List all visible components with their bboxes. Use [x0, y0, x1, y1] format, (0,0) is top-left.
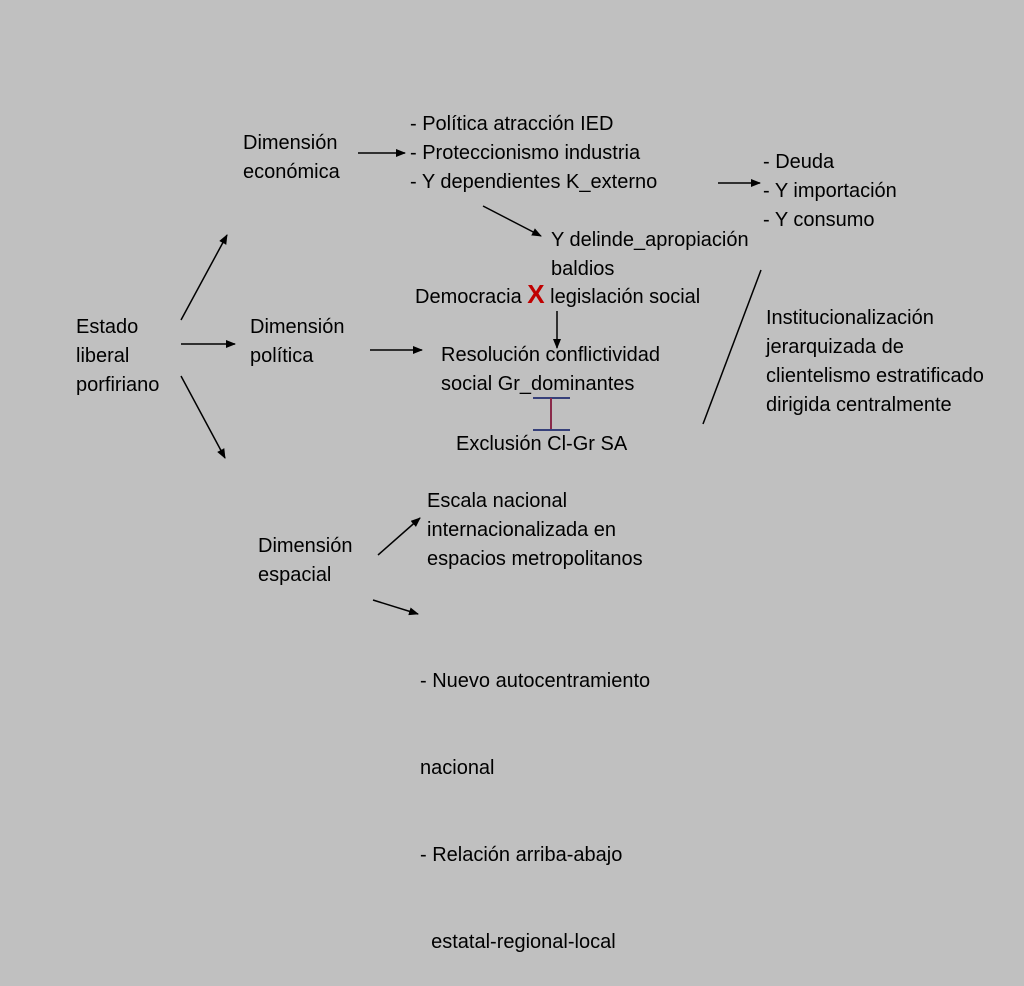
spatial-dimension-node: Dimensión espacial: [258, 532, 352, 590]
centering-line: estatal-regional-local: [420, 931, 616, 953]
exclusion-node: Exclusión Cl-Gr SA: [456, 430, 627, 459]
democracy-vs-social-law: Democracia X legislación social: [415, 280, 700, 312]
scale-line: Escala nacional: [427, 490, 568, 512]
new-centering-node: - Nuevo autocentramiento nacional - Rela…: [420, 609, 650, 986]
national-scale-node: Escala nacional internacionalizada en es…: [427, 487, 643, 574]
conflict-resolution-node: Resolución conflictividad social Gr_domi…: [441, 341, 660, 399]
economic-label-line: Dimensión: [243, 132, 338, 154]
economic-effects-node: - Deuda - Y importación - Y consumo: [763, 148, 897, 235]
political-dimension-node: Dimensión política: [250, 313, 344, 371]
institutional-line: Institucionalización: [766, 307, 934, 329]
institutional-line: jerarquizada de: [766, 336, 904, 358]
arrow-spatial-to-centering: [372, 599, 419, 616]
resolution-line: Resolución conflictividad: [441, 344, 661, 366]
policy-item: - Y dependientes K_externo: [410, 171, 658, 193]
diagram-connectors: [180, 149, 762, 616]
arrow-root-to-economic: [180, 234, 228, 321]
diagonal-connector-line: [702, 269, 762, 425]
institutional-line: dirigida centralmente: [766, 394, 952, 416]
scale-line: espacios metropolitanos: [427, 548, 643, 570]
social-law-label: legislación social: [550, 286, 701, 308]
spatial-label-line: Dimensión: [258, 535, 353, 557]
economic-dimension-node: Dimensión económica: [243, 129, 340, 187]
institutionalization-node: Institucionalización jerarquizada de cli…: [766, 304, 984, 420]
institutional-line: clientelismo estratificado: [766, 365, 984, 387]
root-line: porfiriano: [76, 374, 160, 396]
opposition-bracket: [533, 397, 570, 431]
policy-item: - Política atracción IED: [410, 113, 614, 135]
effect-item: - Y consumo: [763, 209, 875, 231]
effect-item: - Y importación: [763, 180, 897, 202]
opposition-x-mark: X: [527, 279, 545, 309]
land-line: baldios: [551, 258, 615, 280]
policy-item: - Proteccionismo industria: [410, 142, 641, 164]
scale-line: internacionalizada en: [427, 519, 617, 541]
resolution-line: social Gr_dominantes: [441, 373, 635, 395]
arrow-spatial-to-scale: [377, 517, 421, 556]
centering-line: nacional: [420, 757, 495, 779]
root-line: Estado: [76, 316, 139, 338]
land-line: Y delinde_apropiación: [551, 229, 749, 251]
land-appropriation-node: Y delinde_apropiación baldios: [551, 226, 749, 284]
political-label-line: Dimensión: [250, 316, 345, 338]
effect-item: - Deuda: [763, 151, 835, 173]
political-label-line: política: [250, 345, 314, 367]
economic-label-line: económica: [243, 161, 340, 183]
root-line: liberal: [76, 345, 130, 367]
root-node: Estado liberal porfiriano: [76, 313, 159, 400]
arrow-policies-to-land: [482, 205, 542, 237]
democracy-label: Democracia: [415, 286, 522, 308]
arrow-root-to-spatial: [180, 375, 226, 459]
exclusion-label: Exclusión Cl-Gr SA: [456, 433, 628, 455]
spatial-label-line: espacial: [258, 564, 332, 586]
economic-policies-node: - Política atracción IED - Proteccionism…: [410, 110, 657, 197]
centering-line: - Nuevo autocentramiento: [420, 670, 651, 692]
centering-line: - Relación arriba-abajo: [420, 844, 623, 866]
